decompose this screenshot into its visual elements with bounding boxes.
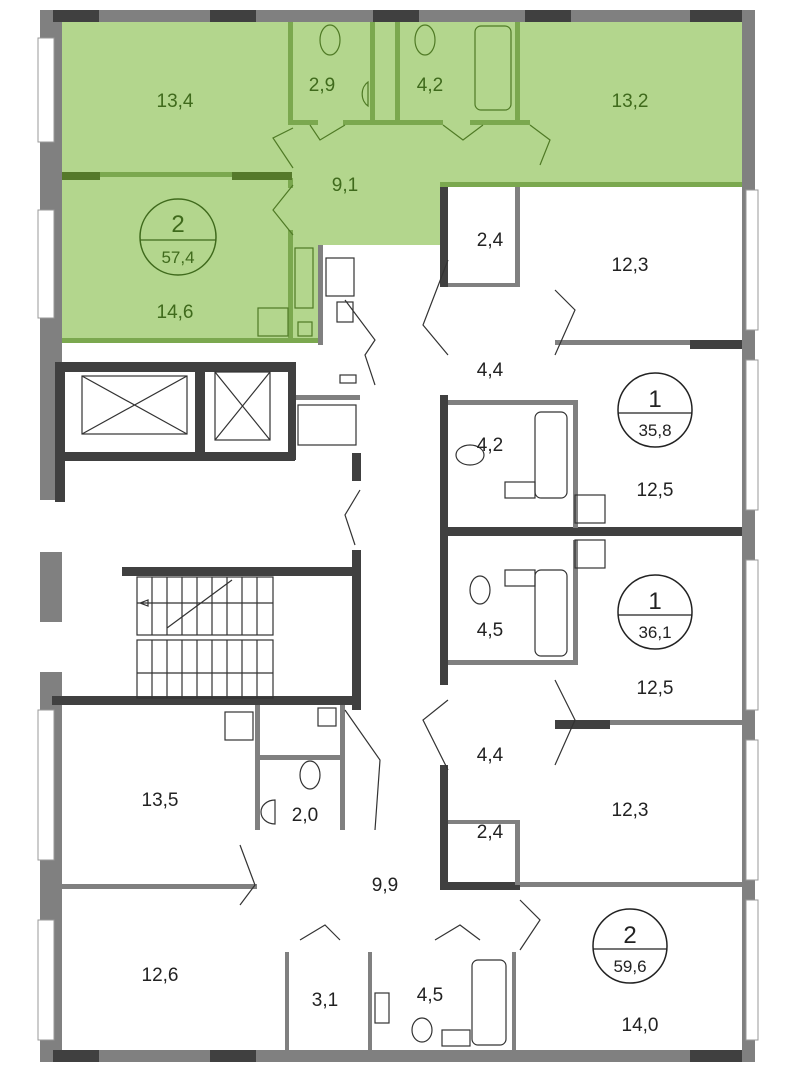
facade-piers	[53, 10, 742, 1062]
apartment-rooms: 1	[648, 386, 661, 413]
apartment-rooms: 1	[648, 588, 661, 615]
room-area: 4,4	[477, 360, 504, 381]
room-area: 13,5	[142, 790, 179, 811]
room-area: 4,2	[477, 435, 503, 456]
room-area: 12,3	[612, 255, 649, 276]
room-area: 3,1	[312, 990, 338, 1011]
room-labels: 13,4 2,9 4,2 13,2 9,1 14,6 2,4 12,3 4,4 …	[142, 75, 674, 1036]
apartment-badge[interactable]: 2 59,6	[592, 908, 668, 984]
room-area: 4,5	[477, 620, 503, 641]
room-area: 12,5	[637, 678, 674, 699]
apartment-selected[interactable]	[62, 22, 742, 343]
apartment-area: 35,8	[638, 421, 671, 440]
apartment-area: 36,1	[638, 623, 671, 642]
apartment-badge[interactable]: 1 36,1	[617, 574, 693, 650]
room-area: 9,9	[372, 875, 398, 896]
room-area: 4,5	[417, 985, 443, 1006]
room-area: 13,2	[612, 91, 649, 112]
room-area: 2,0	[292, 805, 318, 826]
apartment-badge[interactable]: 1 35,8	[617, 372, 693, 448]
room-area: 2,9	[309, 75, 335, 96]
room-area: 2,4	[477, 230, 504, 251]
light-walls	[62, 187, 742, 1052]
staircase	[136, 576, 274, 699]
room-area: 4,2	[417, 75, 443, 96]
room-area: 12,3	[612, 800, 649, 821]
elevator-shafts	[81, 371, 271, 441]
room-area: 2,4	[477, 822, 504, 843]
windows	[37, 37, 759, 1041]
room-area: 14,0	[622, 1015, 659, 1036]
room-area: 4,4	[477, 745, 504, 766]
apartment-badge[interactable]: 2 57,4	[139, 198, 217, 276]
apartment-rooms: 2	[171, 211, 184, 238]
apartment-rooms: 2	[623, 922, 636, 949]
bathroom-fixtures	[224, 257, 606, 1047]
room-area: 9,1	[332, 175, 358, 196]
room-area: 13,4	[157, 91, 194, 112]
room-area: 12,5	[637, 480, 674, 501]
apartment-area: 59,6	[613, 957, 646, 976]
room-area: 14,6	[157, 302, 194, 323]
interior-walls	[52, 187, 742, 890]
apartment-area: 57,4	[161, 248, 194, 267]
room-area: 12,6	[142, 965, 179, 986]
